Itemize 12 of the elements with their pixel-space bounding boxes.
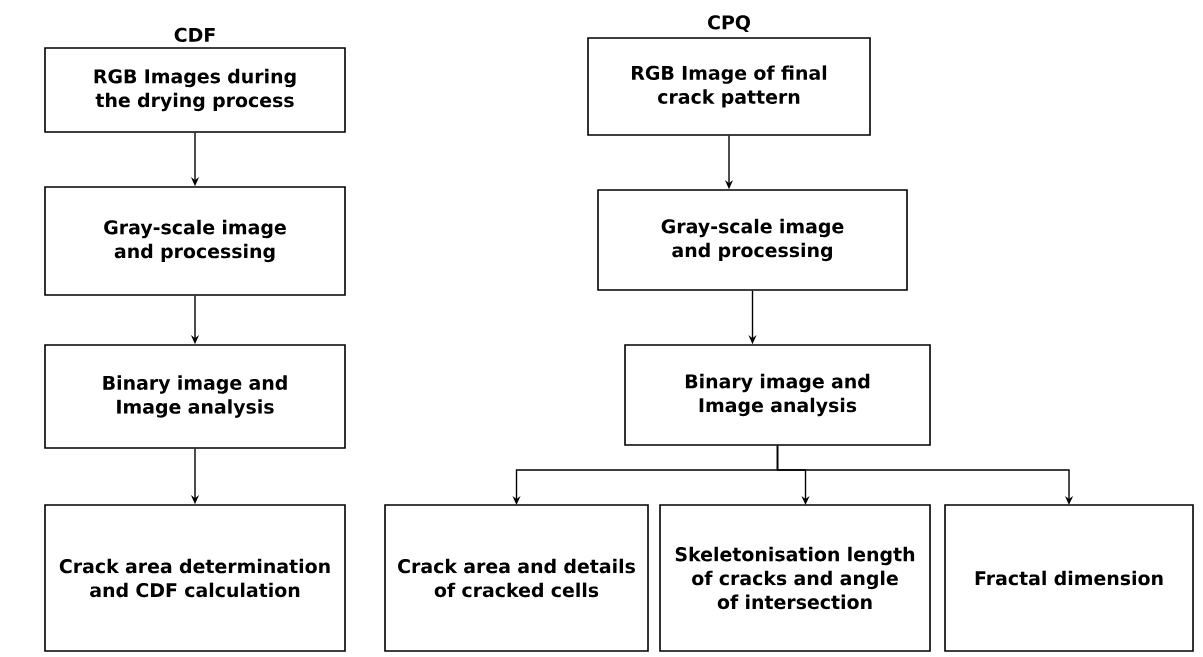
process-box: RGB Images during the drying process xyxy=(44,47,346,133)
process-box: Skeletonisation length of cracks and angle of intersection xyxy=(659,504,931,652)
process-box: Fractal dimension xyxy=(944,504,1194,652)
process-box: Binary image and Image analysis xyxy=(44,344,346,449)
process-box: Crack area determination and CDF calculation xyxy=(44,504,346,652)
process-box: Gray-scale image and processing xyxy=(44,186,346,296)
process-box: RGB Image of final crack pattern xyxy=(587,37,871,136)
process-box: Gray-scale image and processing xyxy=(597,189,908,291)
column-heading: CPQ xyxy=(708,15,750,32)
column-heading: CDF xyxy=(174,27,215,42)
process-box: Binary image and Image analysis xyxy=(624,344,931,446)
process-box: Crack area and details of cracked cells xyxy=(384,504,649,652)
